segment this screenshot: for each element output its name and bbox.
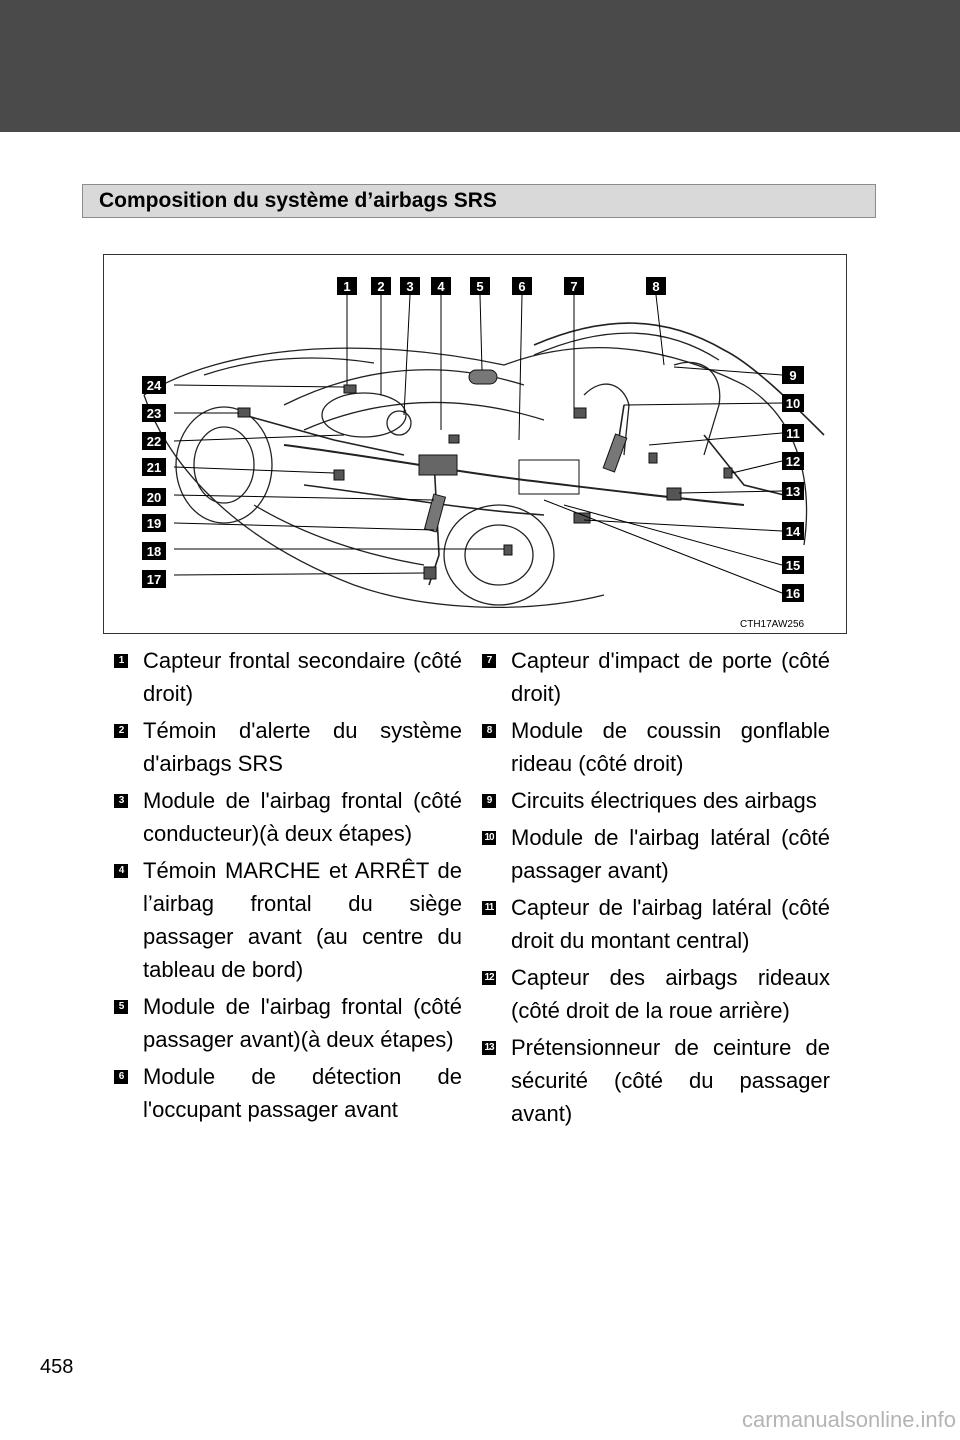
- item-number-badge: 9: [482, 794, 496, 808]
- item-number-badge: 5: [114, 1000, 128, 1014]
- callout-14: 14: [786, 524, 801, 539]
- item-number-badge: 11: [482, 901, 496, 915]
- item-text: Module de l'airbag latéral (côté passage…: [511, 821, 830, 887]
- item-text: Module de l'airbag frontal (côté passage…: [143, 990, 462, 1056]
- legend-item: 10 Module de l'airbag latéral (côté pass…: [470, 821, 830, 887]
- item-number-badge: 13: [482, 1041, 496, 1055]
- item-text: Circuits électriques des airbags: [511, 784, 830, 817]
- item-text: Capteur de l'airbag latéral (côté droit …: [511, 891, 830, 957]
- item-text: Module de l'airbag frontal (côté conduct…: [143, 784, 462, 850]
- item-text: Capteur frontal secondaire (côté droit): [143, 644, 462, 710]
- item-number-badge: 6: [114, 1070, 128, 1084]
- section-title: Composition du système d’airbags SRS: [99, 189, 497, 213]
- callout-24: 24: [147, 378, 162, 393]
- item-number-badge: 3: [114, 794, 128, 808]
- callout-10: 10: [786, 396, 800, 411]
- callout-19: 19: [147, 516, 161, 531]
- callout-8: 8: [652, 279, 659, 294]
- item-text: Module de détection de l'occupant passag…: [143, 1060, 462, 1126]
- callout-20: 20: [147, 490, 161, 505]
- callout-right-column: 9 10 11 12 13 14 15 16: [782, 366, 804, 602]
- legend-item: 5 Module de l'airbag frontal (côté passa…: [102, 990, 462, 1056]
- item-number-badge: 7: [482, 654, 496, 668]
- callout-7: 7: [570, 279, 577, 294]
- airbag-system-diagram: 1 2 3 4 5 6 7 8 9 10 11 12 13 14 15 16 1…: [103, 254, 847, 634]
- legend-item: 4 Témoin MARCHE et ARRÊT de l’airbag fro…: [102, 854, 462, 986]
- callout-12: 12: [786, 454, 800, 469]
- callout-top-row: 1 2 3 4 5 6 7 8: [337, 277, 666, 295]
- legend-item: 8 Module de coussin gonflable rideau (cô…: [470, 714, 830, 780]
- section-header: Composition du système d’airbags SRS: [82, 184, 876, 218]
- page-number: 458: [40, 1356, 73, 1379]
- callout-13: 13: [786, 484, 800, 499]
- callout-2: 2: [377, 279, 384, 294]
- legend-item: 9 Circuits électriques des airbags: [470, 784, 830, 817]
- item-number-badge: 10: [482, 831, 496, 845]
- callout-23: 23: [147, 406, 161, 421]
- figure-code: CTH17AW256: [740, 619, 805, 630]
- callout-1: 1: [343, 279, 350, 294]
- item-number-badge: 8: [482, 724, 496, 738]
- legend-item: 7 Capteur d'impact de porte (côté droit): [470, 644, 830, 710]
- callout-18: 18: [147, 544, 161, 559]
- legend-item: 13 Prétensionneur de ceinture de sécurit…: [470, 1031, 830, 1130]
- legend-item: 12 Capteur des airbags rideaux (côté dro…: [470, 961, 830, 1027]
- top-banner: [0, 0, 960, 132]
- legend-left-column: 1 Capteur frontal secondaire (côté droit…: [102, 644, 462, 1130]
- item-number-badge: 4: [114, 864, 128, 878]
- callout-4: 4: [437, 279, 445, 294]
- callout-11: 11: [786, 426, 800, 441]
- callout-3: 3: [406, 279, 413, 294]
- legend-right-column: 7 Capteur d'impact de porte (côté droit)…: [470, 644, 830, 1134]
- item-text: Capteur d'impact de porte (côté droit): [511, 644, 830, 710]
- legend-item: 11 Capteur de l'airbag latéral (côté dro…: [470, 891, 830, 957]
- callout-6: 6: [518, 279, 525, 294]
- item-text: Témoin d'alerte du système d'airbags SRS: [143, 714, 462, 780]
- legend-item: 3 Module de l'airbag frontal (côté condu…: [102, 784, 462, 850]
- legend-item: 6 Module de détection de l'occupant pass…: [102, 1060, 462, 1126]
- item-number-badge: 2: [114, 724, 128, 738]
- item-number-badge: 1: [114, 654, 128, 668]
- callout-15: 15: [786, 558, 800, 573]
- callout-22: 22: [147, 434, 161, 449]
- legend-item: 2 Témoin d'alerte du système d'airbags S…: [102, 714, 462, 780]
- item-number-badge: 12: [482, 971, 496, 985]
- car-interior-illustration: 1 2 3 4 5 6 7 8 9 10 11 12 13 14 15 16 1…: [104, 255, 848, 635]
- item-text: Témoin MARCHE et ARRÊT de l’airbag front…: [143, 854, 462, 986]
- item-text: Capteur des airbags rideaux (côté droit …: [511, 961, 830, 1027]
- callout-17: 17: [147, 572, 161, 587]
- callout-16: 16: [786, 586, 800, 601]
- legend-item: 1 Capteur frontal secondaire (côté droit…: [102, 644, 462, 710]
- callout-9: 9: [789, 368, 796, 383]
- item-text: Prétensionneur de ceinture de sécurité (…: [511, 1031, 830, 1130]
- callout-5: 5: [476, 279, 483, 294]
- callout-21: 21: [147, 460, 161, 475]
- callout-left-column: 17 18 19 20 21 22 23 24: [142, 376, 166, 588]
- watermark: carmanualsonline.info: [742, 1407, 956, 1433]
- item-text: Module de coussin gonflable rideau (côté…: [511, 714, 830, 780]
